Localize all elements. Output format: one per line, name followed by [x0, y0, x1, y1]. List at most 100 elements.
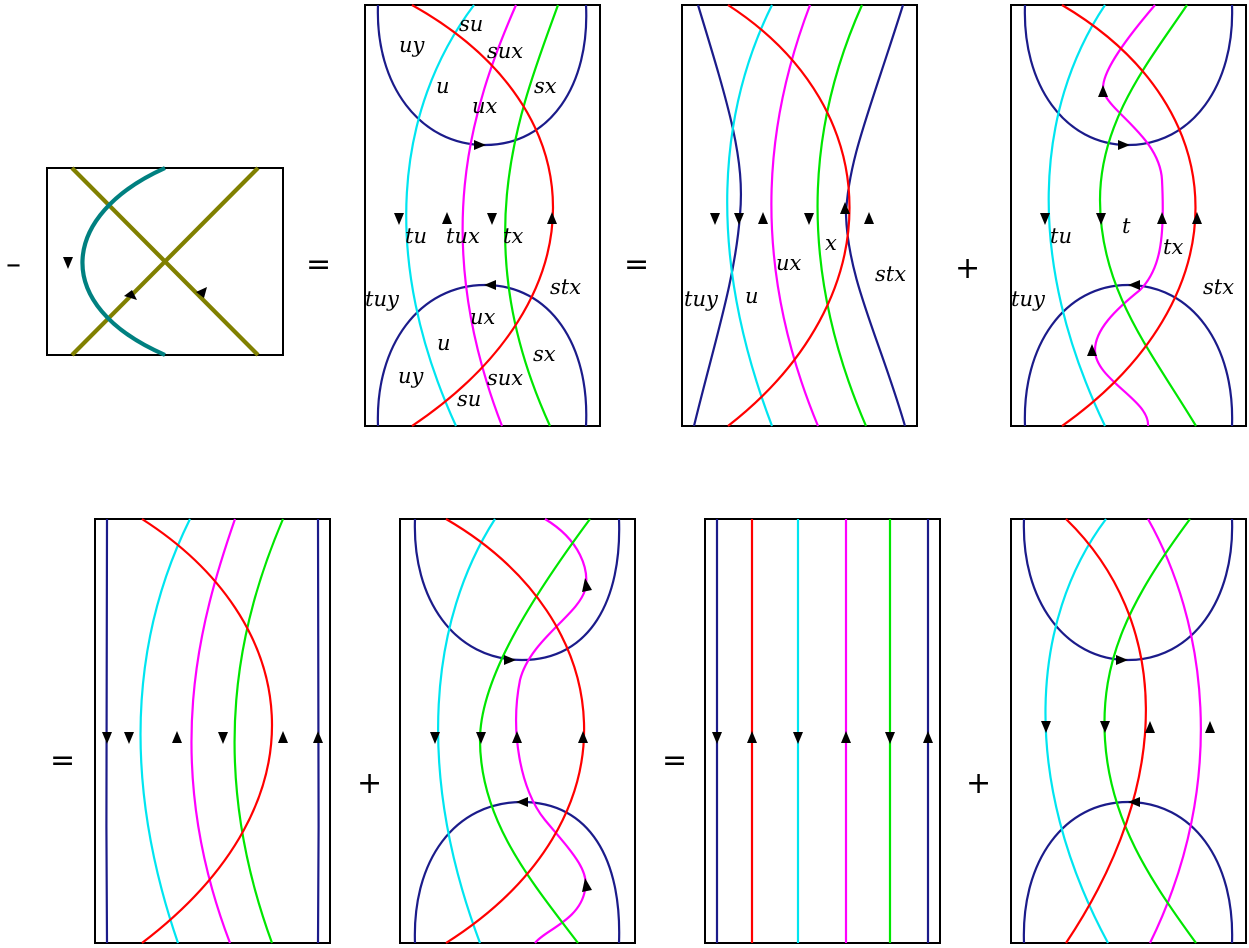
cyan-strand [1047, 4, 1106, 427]
navy-strand-left [105, 518, 109, 944]
navy-strand-right [844, 4, 907, 427]
arrow-up [1205, 721, 1215, 733]
magenta-strand [1147, 518, 1202, 944]
arrow-up [758, 212, 768, 224]
arrow-up [923, 731, 933, 743]
panel-frame [1010, 518, 1247, 944]
panel-row2-2 [399, 518, 636, 944]
red-strand [411, 4, 555, 427]
navy-cap-top [1022, 518, 1234, 662]
arrow-down [218, 732, 228, 744]
equals-sign: = [624, 247, 649, 282]
panel-labeled-1: su uy sux sx u ux tu tux tx stx tuy ux u… [364, 4, 601, 427]
region-label: stx [550, 275, 581, 299]
arrow-down [1040, 213, 1050, 225]
arrow-left [1128, 797, 1140, 807]
green-strand [816, 4, 868, 427]
arrow-down [63, 257, 73, 269]
plus-sign: + [955, 251, 980, 286]
arrow-up [1098, 85, 1108, 97]
arrow-right [1116, 655, 1128, 665]
magenta-strand [770, 4, 820, 427]
region-label: tu [1050, 224, 1072, 248]
arrow-down [430, 732, 440, 744]
green-strand [1098, 4, 1197, 427]
arrow-down [394, 213, 404, 225]
region-label: tux [446, 224, 480, 248]
arrow-up [840, 202, 850, 214]
region-label: stx [875, 262, 906, 286]
arrow-down [1096, 213, 1106, 225]
arrow-up [578, 731, 588, 743]
region-label: tu [405, 224, 427, 248]
arrow-up [313, 731, 323, 743]
olive-strand-b [70, 166, 260, 357]
cyan-strand [405, 4, 475, 427]
arrow-diag [124, 290, 137, 300]
arrow-down [710, 213, 720, 225]
cyan-strand [1044, 518, 1109, 944]
arrow-up [1087, 344, 1097, 356]
arrow-diag [196, 287, 207, 298]
region-label: u [437, 331, 451, 355]
arrow-up [1145, 721, 1155, 733]
magenta-strand [190, 518, 237, 944]
arrow-up [1157, 212, 1167, 224]
minus-sign: – [6, 247, 21, 282]
arrow-down [712, 732, 722, 744]
arrow-down [476, 732, 486, 744]
arrow-down [1100, 721, 1110, 733]
arrow-down [793, 732, 803, 744]
region-label: tuy [1011, 287, 1046, 311]
green-strand [233, 518, 285, 944]
arrow-up [841, 731, 851, 743]
panel-frame [399, 518, 636, 944]
cyan-strand [139, 518, 191, 944]
region-label: sux [487, 39, 523, 63]
green-strand [1103, 518, 1197, 944]
magenta-strand [461, 4, 518, 427]
arrow-right [504, 655, 516, 665]
region-label: sux [487, 366, 523, 390]
region-label: ux [470, 305, 496, 329]
arrow-down [734, 213, 744, 225]
panel-frame [94, 518, 331, 944]
equals-sign: = [50, 743, 75, 778]
arrow-up [547, 212, 557, 224]
red-strand [141, 518, 274, 944]
arrow-left [1128, 280, 1140, 290]
panel-frame [704, 518, 941, 944]
arrow-up [442, 212, 452, 224]
red-strand [445, 518, 586, 944]
panel-row2-3 [704, 518, 941, 944]
cyan-strand [437, 518, 496, 944]
region-label: stx [1203, 275, 1234, 299]
arrow-down [102, 732, 112, 744]
equals-sign: = [662, 743, 687, 778]
region-label: tuy [684, 287, 719, 311]
arrow-up [512, 731, 522, 743]
red-strand [1061, 4, 1197, 427]
region-label: u [745, 284, 759, 308]
region-label: ux [776, 251, 802, 275]
region-label: uy [398, 364, 425, 388]
arrow-up [278, 731, 288, 743]
region-label: ux [472, 94, 498, 118]
region-label: tx [503, 224, 523, 248]
teal-strand [80, 166, 166, 357]
arrow-up [172, 731, 182, 743]
plus-sign: + [966, 766, 991, 801]
cyan-strand [726, 4, 774, 427]
arrow-up [1192, 212, 1202, 224]
arrow-left [516, 797, 528, 807]
arrow-down [804, 213, 814, 225]
region-label: t [1122, 214, 1131, 238]
arrow-right [474, 140, 486, 150]
arrow-down [1041, 721, 1051, 733]
panel-frame [364, 4, 601, 427]
region-label: sx [534, 74, 557, 98]
arrow-up [747, 731, 757, 743]
equals-sign: = [306, 247, 331, 282]
region-label: x [825, 231, 837, 255]
panel-labeled-3: tu t tx stx tuy [1010, 4, 1247, 427]
